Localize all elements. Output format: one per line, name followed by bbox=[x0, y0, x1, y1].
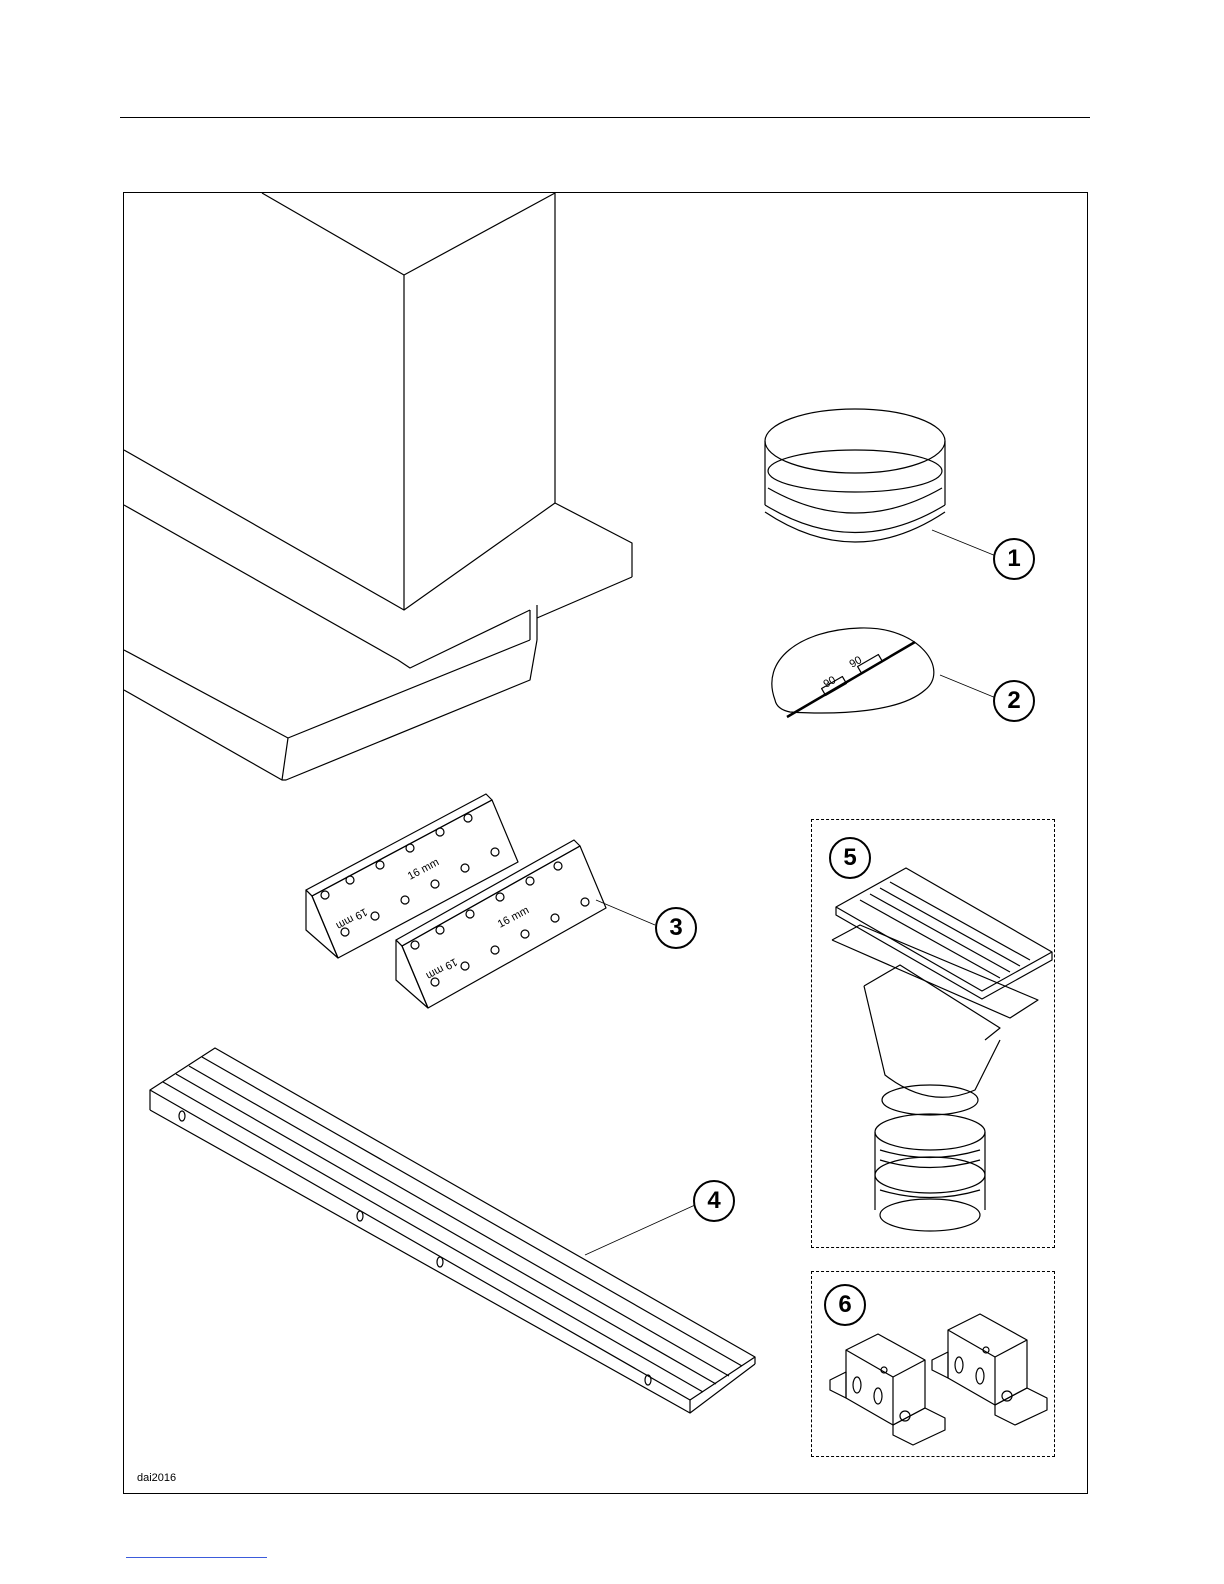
ring-adapter-part bbox=[765, 409, 996, 556]
trim-strip-part bbox=[150, 1048, 755, 1413]
flap-valve-part: 90 90 bbox=[772, 628, 996, 717]
hood-canopy bbox=[124, 503, 632, 780]
bracket1-spacing-b: 19 mm bbox=[334, 905, 369, 931]
callout-1: 1 bbox=[993, 538, 1035, 580]
flap-label-2: 90 bbox=[848, 654, 865, 671]
drawing-reference-code: dai2016 bbox=[137, 1472, 176, 1484]
bracket2-spacing-b: 19 mm bbox=[424, 955, 459, 981]
callout-3: 3 bbox=[655, 907, 697, 949]
callout-6: 6 bbox=[824, 1284, 866, 1326]
kit-box-5 bbox=[811, 819, 1055, 1248]
callout-2: 2 bbox=[993, 680, 1035, 722]
bracket1-spacing-a: 16 mm bbox=[406, 856, 441, 882]
mounting-bracket-1: 16 mm 19 mm bbox=[306, 794, 518, 958]
footer-link-underline[interactable] bbox=[126, 1557, 267, 1558]
callout-4: 4 bbox=[693, 1180, 735, 1222]
bracket2-spacing-a: 16 mm bbox=[496, 904, 531, 930]
callout-5: 5 bbox=[829, 837, 871, 879]
chimney-duct bbox=[124, 193, 555, 610]
